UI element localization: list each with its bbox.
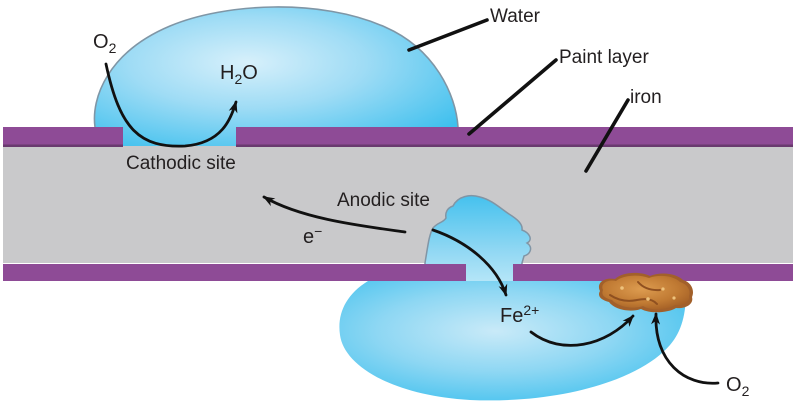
o2-bottom-label: O2 — [726, 374, 749, 399]
electron-flow-arrow — [262, 195, 407, 234]
h2o-o: O — [242, 62, 258, 84]
o2-bottom-base: O — [726, 374, 742, 396]
water-pointer-line — [407, 18, 489, 52]
anodic-site-label: Anodic site — [337, 190, 430, 211]
h2o-h: H — [220, 62, 235, 84]
iron-label: iron — [630, 87, 662, 108]
water-droplet-top — [93, 6, 459, 146]
water-label: Water — [490, 6, 540, 27]
o2-to-h2o-arrow — [104, 62, 238, 148]
fe-ion-base: Fe — [500, 305, 524, 327]
h2o-subscript: 2 — [234, 71, 243, 87]
anodic-pit — [424, 194, 532, 286]
iron-bar — [3, 146, 793, 263]
electron-superscript: − — [314, 223, 323, 239]
paint-layer-label: Paint layer — [559, 47, 649, 68]
cathodic-site-label: Cathodic site — [126, 153, 236, 174]
pit-to-fe-arrow — [431, 228, 508, 297]
water-droplet-bottom — [339, 281, 687, 401]
h2o-label: H2O — [220, 62, 258, 87]
rust-deposit — [598, 272, 693, 313]
fe-ion-superscript: 2+ — [523, 302, 540, 318]
paint-top-left-segment — [3, 127, 123, 145]
iron-pointer-line — [584, 98, 630, 173]
electron-label: e− — [303, 223, 323, 248]
electron-base: e — [303, 226, 315, 248]
paint-pointer-line — [467, 58, 558, 136]
paint-top-right-segment — [236, 127, 793, 145]
o2-top-subscript: 2 — [108, 40, 117, 56]
o2-to-rust-arrow — [651, 312, 720, 385]
paint-bottom-left-segment — [3, 264, 466, 281]
o2-top-base: O — [93, 31, 109, 53]
paint-bottom-right-segment — [513, 264, 793, 281]
o2-bottom-subscript: 2 — [741, 383, 750, 399]
paint-layer — [3, 127, 793, 281]
fe-to-rust-arrow — [529, 314, 635, 347]
o2-top-label: O2 — [93, 31, 116, 56]
fe-ion-label: Fe2+ — [500, 302, 540, 327]
